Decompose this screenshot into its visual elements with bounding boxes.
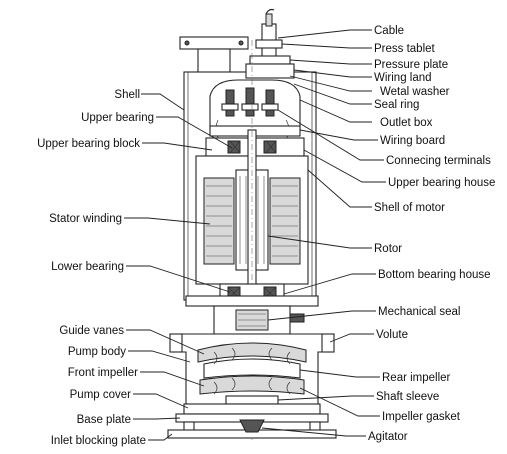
stator-right xyxy=(269,177,301,265)
label-upper-bearing-house: Upper bearing house xyxy=(388,177,495,189)
terminals xyxy=(215,87,290,143)
label-shaft-sleeve: Shaft sleeve xyxy=(376,391,439,403)
pump-cover-part xyxy=(183,403,321,415)
label-pump-cover: Pump cover xyxy=(70,389,132,401)
label-cable: Cable xyxy=(374,25,404,37)
outlet-flange xyxy=(179,36,249,50)
label-agitator: Agitator xyxy=(368,431,408,443)
label-rotor: Rotor xyxy=(374,243,402,255)
stator-left xyxy=(203,177,235,265)
seal-plug xyxy=(289,313,305,323)
rear-impeller-part xyxy=(203,358,301,379)
label-inlet-blocking-plate: Inlet blocking plate xyxy=(51,435,146,447)
agitator-part xyxy=(239,419,265,433)
label-pressure-plate: Pressure plate xyxy=(374,59,448,71)
labels-left: Shell Upper bearing Upper bearing block … xyxy=(37,89,154,447)
leader-lines xyxy=(124,29,386,441)
label-connecing-terminals: Connecing terminals xyxy=(386,155,491,167)
shaft-sleeve-part xyxy=(225,395,279,405)
label-guide-vanes: Guide vanes xyxy=(59,325,124,337)
pump-body-drawing xyxy=(167,8,337,440)
label-shell-of-motor: Shell of motor xyxy=(374,202,445,214)
label-impeller-gasket: Impeller gasket xyxy=(382,411,461,423)
labels-right: Cable Press tablet Pressure plate Wiring… xyxy=(368,25,495,443)
pressure-plate-part xyxy=(249,55,291,65)
press-tablet-part xyxy=(255,39,283,49)
label-base-plate: Base plate xyxy=(77,414,131,426)
label-outlet-box: Outlet box xyxy=(380,117,433,129)
label-lower-bearing: Lower bearing xyxy=(51,261,124,273)
label-volute: Volute xyxy=(376,329,408,341)
label-press-tablet: Press tablet xyxy=(374,43,436,55)
label-wetal-washer: Wetal washer xyxy=(380,86,450,98)
guide-vanes-part xyxy=(197,342,307,363)
label-front-impeller: Front impeller xyxy=(68,367,138,379)
label-mechanical-seal: Mechanical seal xyxy=(378,306,460,318)
wiring-land-part xyxy=(245,63,295,79)
label-rear-impeller: Rear impeller xyxy=(382,372,451,384)
label-upper-bearing-block: Upper bearing block xyxy=(37,138,140,150)
label-wiring-land: Wiring land xyxy=(374,72,432,84)
motor-flange xyxy=(185,295,319,307)
label-pump-body: Pump body xyxy=(68,346,126,358)
front-impeller-part xyxy=(199,375,305,395)
label-seal-ring: Seal ring xyxy=(374,99,419,111)
label-stator-winding: Stator winding xyxy=(49,213,122,225)
label-upper-bearing: Upper bearing xyxy=(81,112,154,124)
label-bottom-bearing-house: Bottom bearing house xyxy=(378,269,491,281)
label-shell: Shell xyxy=(114,89,140,101)
label-wiring-board: Wiring board xyxy=(380,135,445,147)
